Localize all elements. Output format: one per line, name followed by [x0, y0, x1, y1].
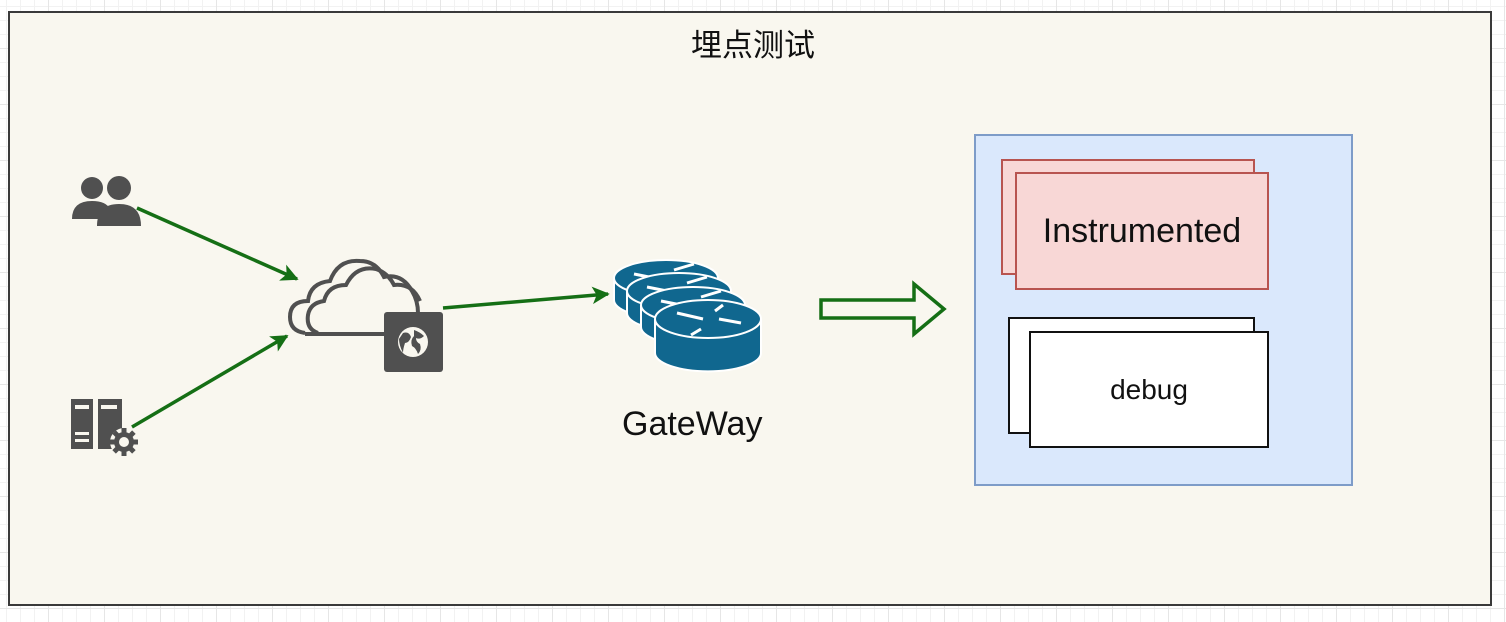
cloud-globe-icon[interactable] — [287, 258, 443, 372]
globe-icon — [398, 327, 428, 357]
edge-server-to-internet — [131, 334, 289, 429]
gateway-label: GateWay — [622, 405, 763, 443]
users-icon[interactable] — [72, 176, 141, 226]
edge-internet-to-gateway — [442, 286, 610, 310]
diagram-title: 埋点测试 — [691, 28, 815, 64]
instrumented-label: Instrumented — [1042, 211, 1242, 250]
debug-label: debug — [1110, 373, 1188, 405]
block-arrow-right — [819, 280, 947, 338]
debug-card[interactable]: debug — [1029, 331, 1269, 448]
gear-icon — [110, 428, 138, 456]
instrumented-card[interactable]: Instrumented — [1015, 172, 1269, 290]
router-stack-icon[interactable] — [613, 259, 762, 373]
server-gear-icon[interactable] — [71, 399, 138, 456]
edge-users-to-internet — [136, 206, 299, 281]
